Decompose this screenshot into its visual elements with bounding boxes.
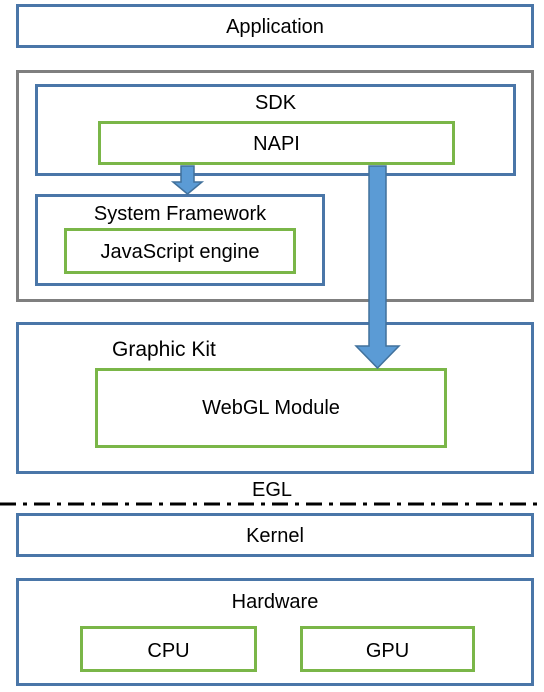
webgl-module-label: WebGL Module	[202, 397, 340, 419]
system-framework-label: System Framework	[93, 203, 267, 225]
cpu-label: CPU	[147, 640, 190, 662]
kernel-label: Kernel	[246, 525, 304, 547]
webgl-module: WebGL Module	[95, 368, 447, 448]
hardware-label: Hardware	[231, 591, 319, 613]
application-label: Application	[226, 16, 324, 38]
gpu-label: GPU	[365, 640, 410, 662]
cpu-module: CPU	[80, 626, 257, 672]
egl-label: EGL	[252, 479, 293, 501]
napi-label: NAPI	[253, 133, 300, 155]
graphic-kit-label: Graphic Kit	[112, 338, 216, 361]
javascript-engine-label: JavaScript engine	[100, 241, 260, 263]
application-layer: Application	[16, 4, 534, 48]
kernel-layer: Kernel	[16, 513, 534, 557]
javascript-engine-module: JavaScript engine	[64, 228, 296, 274]
sdk-label: SDK	[254, 92, 297, 114]
napi-module: NAPI	[98, 121, 455, 165]
gpu-module: GPU	[300, 626, 475, 672]
